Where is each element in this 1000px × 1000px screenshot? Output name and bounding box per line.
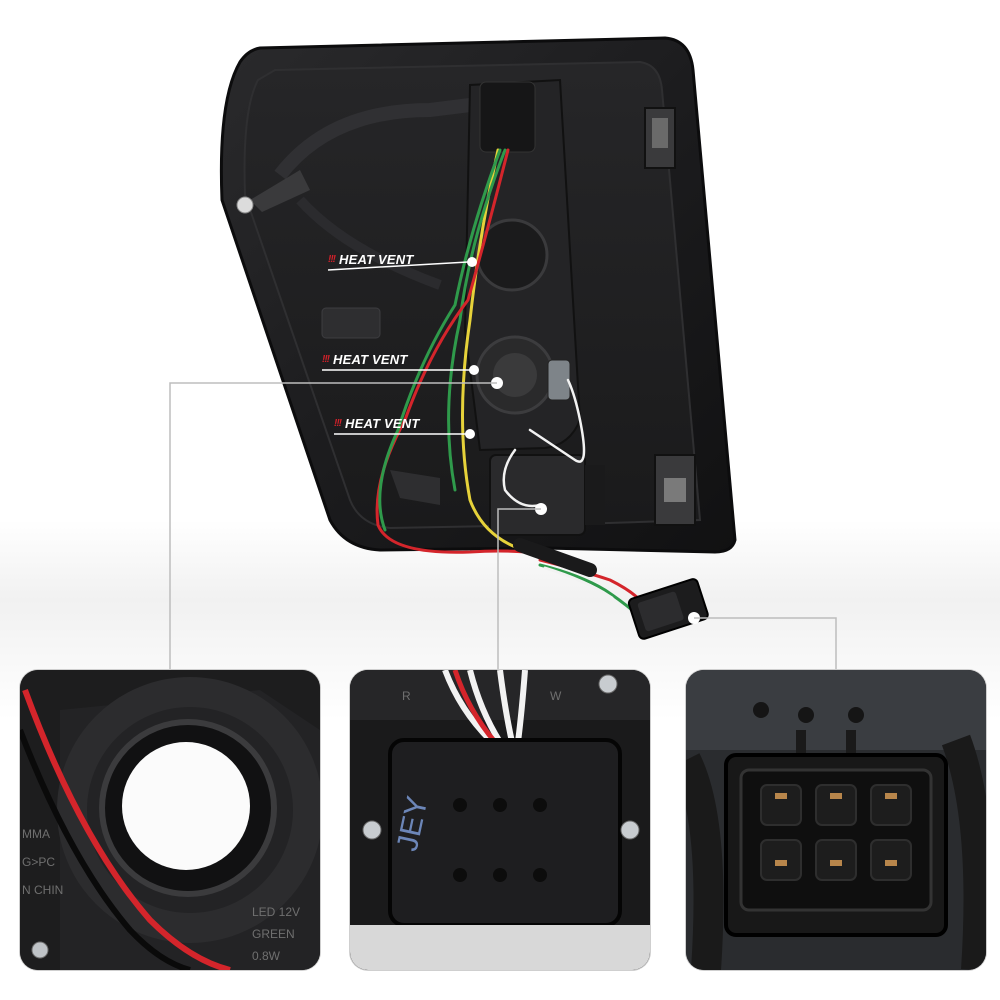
heat-vent-cap-center	[493, 353, 537, 397]
heat-vent-label: HEAT VENT	[333, 352, 408, 367]
mounting-stud	[250, 170, 310, 212]
heat-vent-callout-2: !!! HEAT VENT	[322, 352, 408, 367]
wiring-harness	[375, 148, 642, 612]
housing-rib	[274, 98, 471, 180]
vent-marker-icon: !!!	[322, 354, 330, 365]
led-driver-box	[489, 454, 586, 536]
mounting-tab-clip	[664, 478, 686, 502]
bulb-socket	[479, 81, 536, 153]
screw-icon	[362, 820, 382, 840]
connector-plug	[627, 578, 709, 640]
screw-icon	[31, 941, 49, 959]
wire-loom	[513, 538, 597, 577]
heat-vent-label: HEAT VENT	[345, 416, 420, 431]
connector-icon	[547, 359, 571, 401]
leader-line-right	[694, 617, 837, 670]
heat-vent-label: HEAT VENT	[339, 252, 414, 267]
inset-connector	[686, 670, 986, 970]
leader-line-middle	[497, 508, 541, 670]
heat-vent-callout-1: !!! HEAT VENT	[328, 252, 414, 267]
screw-icon	[236, 196, 254, 214]
vent-marker-icon	[469, 365, 479, 375]
molded-text: N CHIN	[22, 883, 63, 897]
molded-text: R	[402, 689, 411, 703]
mounting-tab-clip	[652, 118, 668, 148]
heat-vent-callout-3: !!! HEAT VENT	[334, 416, 420, 431]
molded-text: G>PC	[22, 855, 55, 869]
molded-text: LED 12V	[252, 905, 300, 919]
inset-led-driver: JEY R W	[350, 670, 650, 970]
molded-text: 0.8W	[252, 949, 281, 963]
inset-heat-vent: MMA G>PC N CHIN LED 12V GREEN 0.8W	[20, 670, 320, 970]
screw-icon	[620, 820, 640, 840]
molded-text: W	[550, 689, 562, 703]
screw-icon	[598, 674, 618, 694]
molded-text: MMA	[22, 827, 50, 841]
leader-line-left	[169, 382, 497, 670]
vent-marker-icon	[467, 257, 477, 267]
vent-marker-icon	[465, 429, 475, 439]
callout-line	[327, 261, 469, 271]
led-driver-bracket	[585, 465, 605, 525]
vent-marker-icon: !!!	[334, 418, 342, 429]
vent-marker-icon: !!!	[328, 254, 336, 265]
heat-vent-opening	[122, 742, 250, 870]
housing-slot	[390, 470, 440, 505]
housing-rib	[296, 196, 442, 290]
molded-text: GREEN	[252, 927, 295, 941]
housing-slot	[321, 307, 381, 339]
